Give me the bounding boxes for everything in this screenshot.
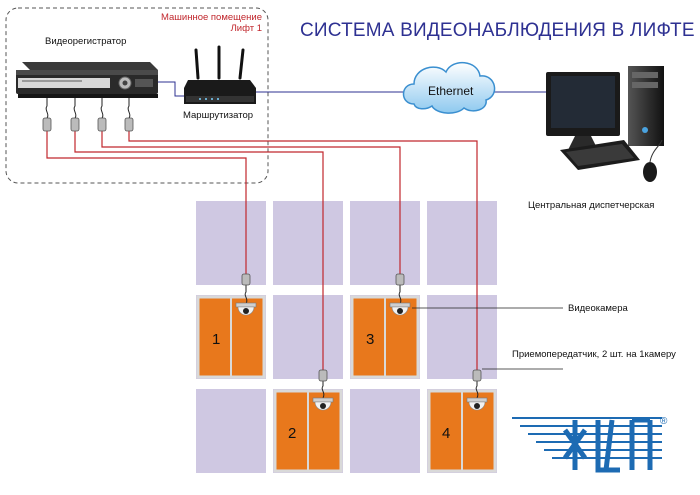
ethernet-cloud bbox=[402, 62, 496, 114]
dispatch-computer bbox=[546, 66, 664, 182]
machine-room-label: Машинное помещение Лифт 1 bbox=[161, 12, 262, 34]
red-cables bbox=[46, 131, 478, 372]
dvr-cable-tails bbox=[45, 98, 131, 119]
dome-camera-3 bbox=[389, 302, 411, 316]
cabin-1 bbox=[196, 295, 266, 379]
machine-room-box bbox=[5, 7, 269, 184]
dome-camera-4 bbox=[466, 397, 488, 411]
ethernet-label: Ethernet bbox=[428, 84, 474, 98]
company-logo bbox=[512, 417, 662, 473]
dvr-transceivers bbox=[42, 117, 134, 132]
dvr-label: Видеорегистратор bbox=[45, 36, 127, 47]
transceiver-label: Приемопередатчик, 2 шт. на 1камеру bbox=[512, 349, 676, 360]
cabin-3 bbox=[350, 295, 420, 379]
dvr-router-link bbox=[158, 81, 192, 97]
dome-camera-1 bbox=[235, 302, 257, 316]
cabin-number-2: 2 bbox=[288, 425, 297, 442]
router-device bbox=[184, 45, 256, 104]
camera-transceivers bbox=[241, 273, 482, 382]
page-title: СИСТЕМА ВИДЕОНАБЛЮДЕНИЯ В ЛИФТЕ bbox=[300, 20, 695, 41]
dvr-device bbox=[16, 62, 158, 98]
dome-camera-2 bbox=[312, 397, 334, 411]
cabin-number-3: 3 bbox=[366, 331, 375, 348]
cabin-number-1: 1 bbox=[212, 331, 221, 348]
cabin-number-4: 4 bbox=[442, 425, 451, 442]
router-label: Маршрутизатор bbox=[183, 110, 254, 121]
machine-room-line-2: Лифт 1 bbox=[230, 23, 262, 34]
camera-wires bbox=[244, 284, 479, 399]
dispatch-label: Центральная диспетчерская bbox=[528, 200, 655, 211]
logo-registered-mark: ® bbox=[660, 416, 668, 427]
machine-room-line-1: Машинное помещение bbox=[160, 12, 262, 23]
cabin-4 bbox=[427, 389, 497, 473]
camera-label: Видеокамера bbox=[568, 303, 628, 314]
